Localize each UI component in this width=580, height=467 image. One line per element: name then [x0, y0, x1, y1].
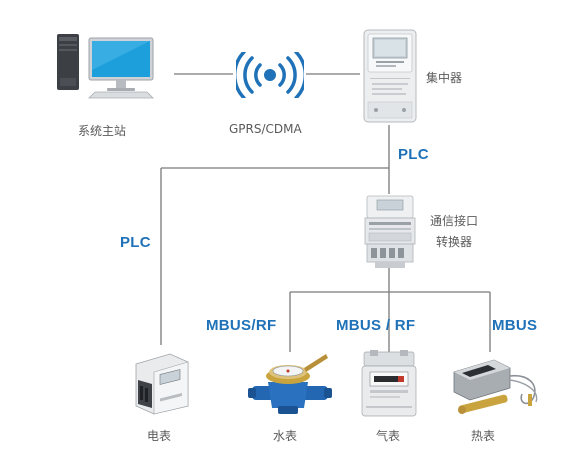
gprs-label: GPRS/CDMA: [229, 122, 302, 136]
desktop-computer-icon: [55, 30, 165, 100]
mbus-heat-label: MBUS: [492, 317, 538, 334]
mbus-rf-water-label: MBUS/RF: [206, 317, 277, 334]
electric-meter-icon: [130, 350, 192, 416]
converter-label-line1: 通信接口: [430, 214, 479, 228]
plc-left-label: PLC: [120, 234, 151, 251]
water-meter-label: 水表: [273, 429, 298, 443]
concentrator-device-icon: [362, 28, 418, 124]
concentrator-label: 集中器: [426, 71, 463, 85]
plc-top-label: PLC: [398, 146, 429, 163]
gas-meter-label: 气表: [376, 429, 401, 443]
mbus-rf-gas-label: MBUS / RF: [336, 317, 416, 334]
heat-meter-icon: [448, 354, 544, 418]
gas-meter-icon: [360, 350, 418, 420]
master-station-label: 系统主站: [78, 124, 127, 138]
wireless-signal-icon: [232, 50, 308, 100]
water-meter-icon: [248, 352, 332, 418]
electric-meter-label: 电表: [147, 429, 172, 443]
heat-meter-label: 热表: [471, 429, 496, 443]
converter-device-icon: [363, 194, 417, 270]
converter-label-line2: 转换器: [436, 235, 473, 249]
